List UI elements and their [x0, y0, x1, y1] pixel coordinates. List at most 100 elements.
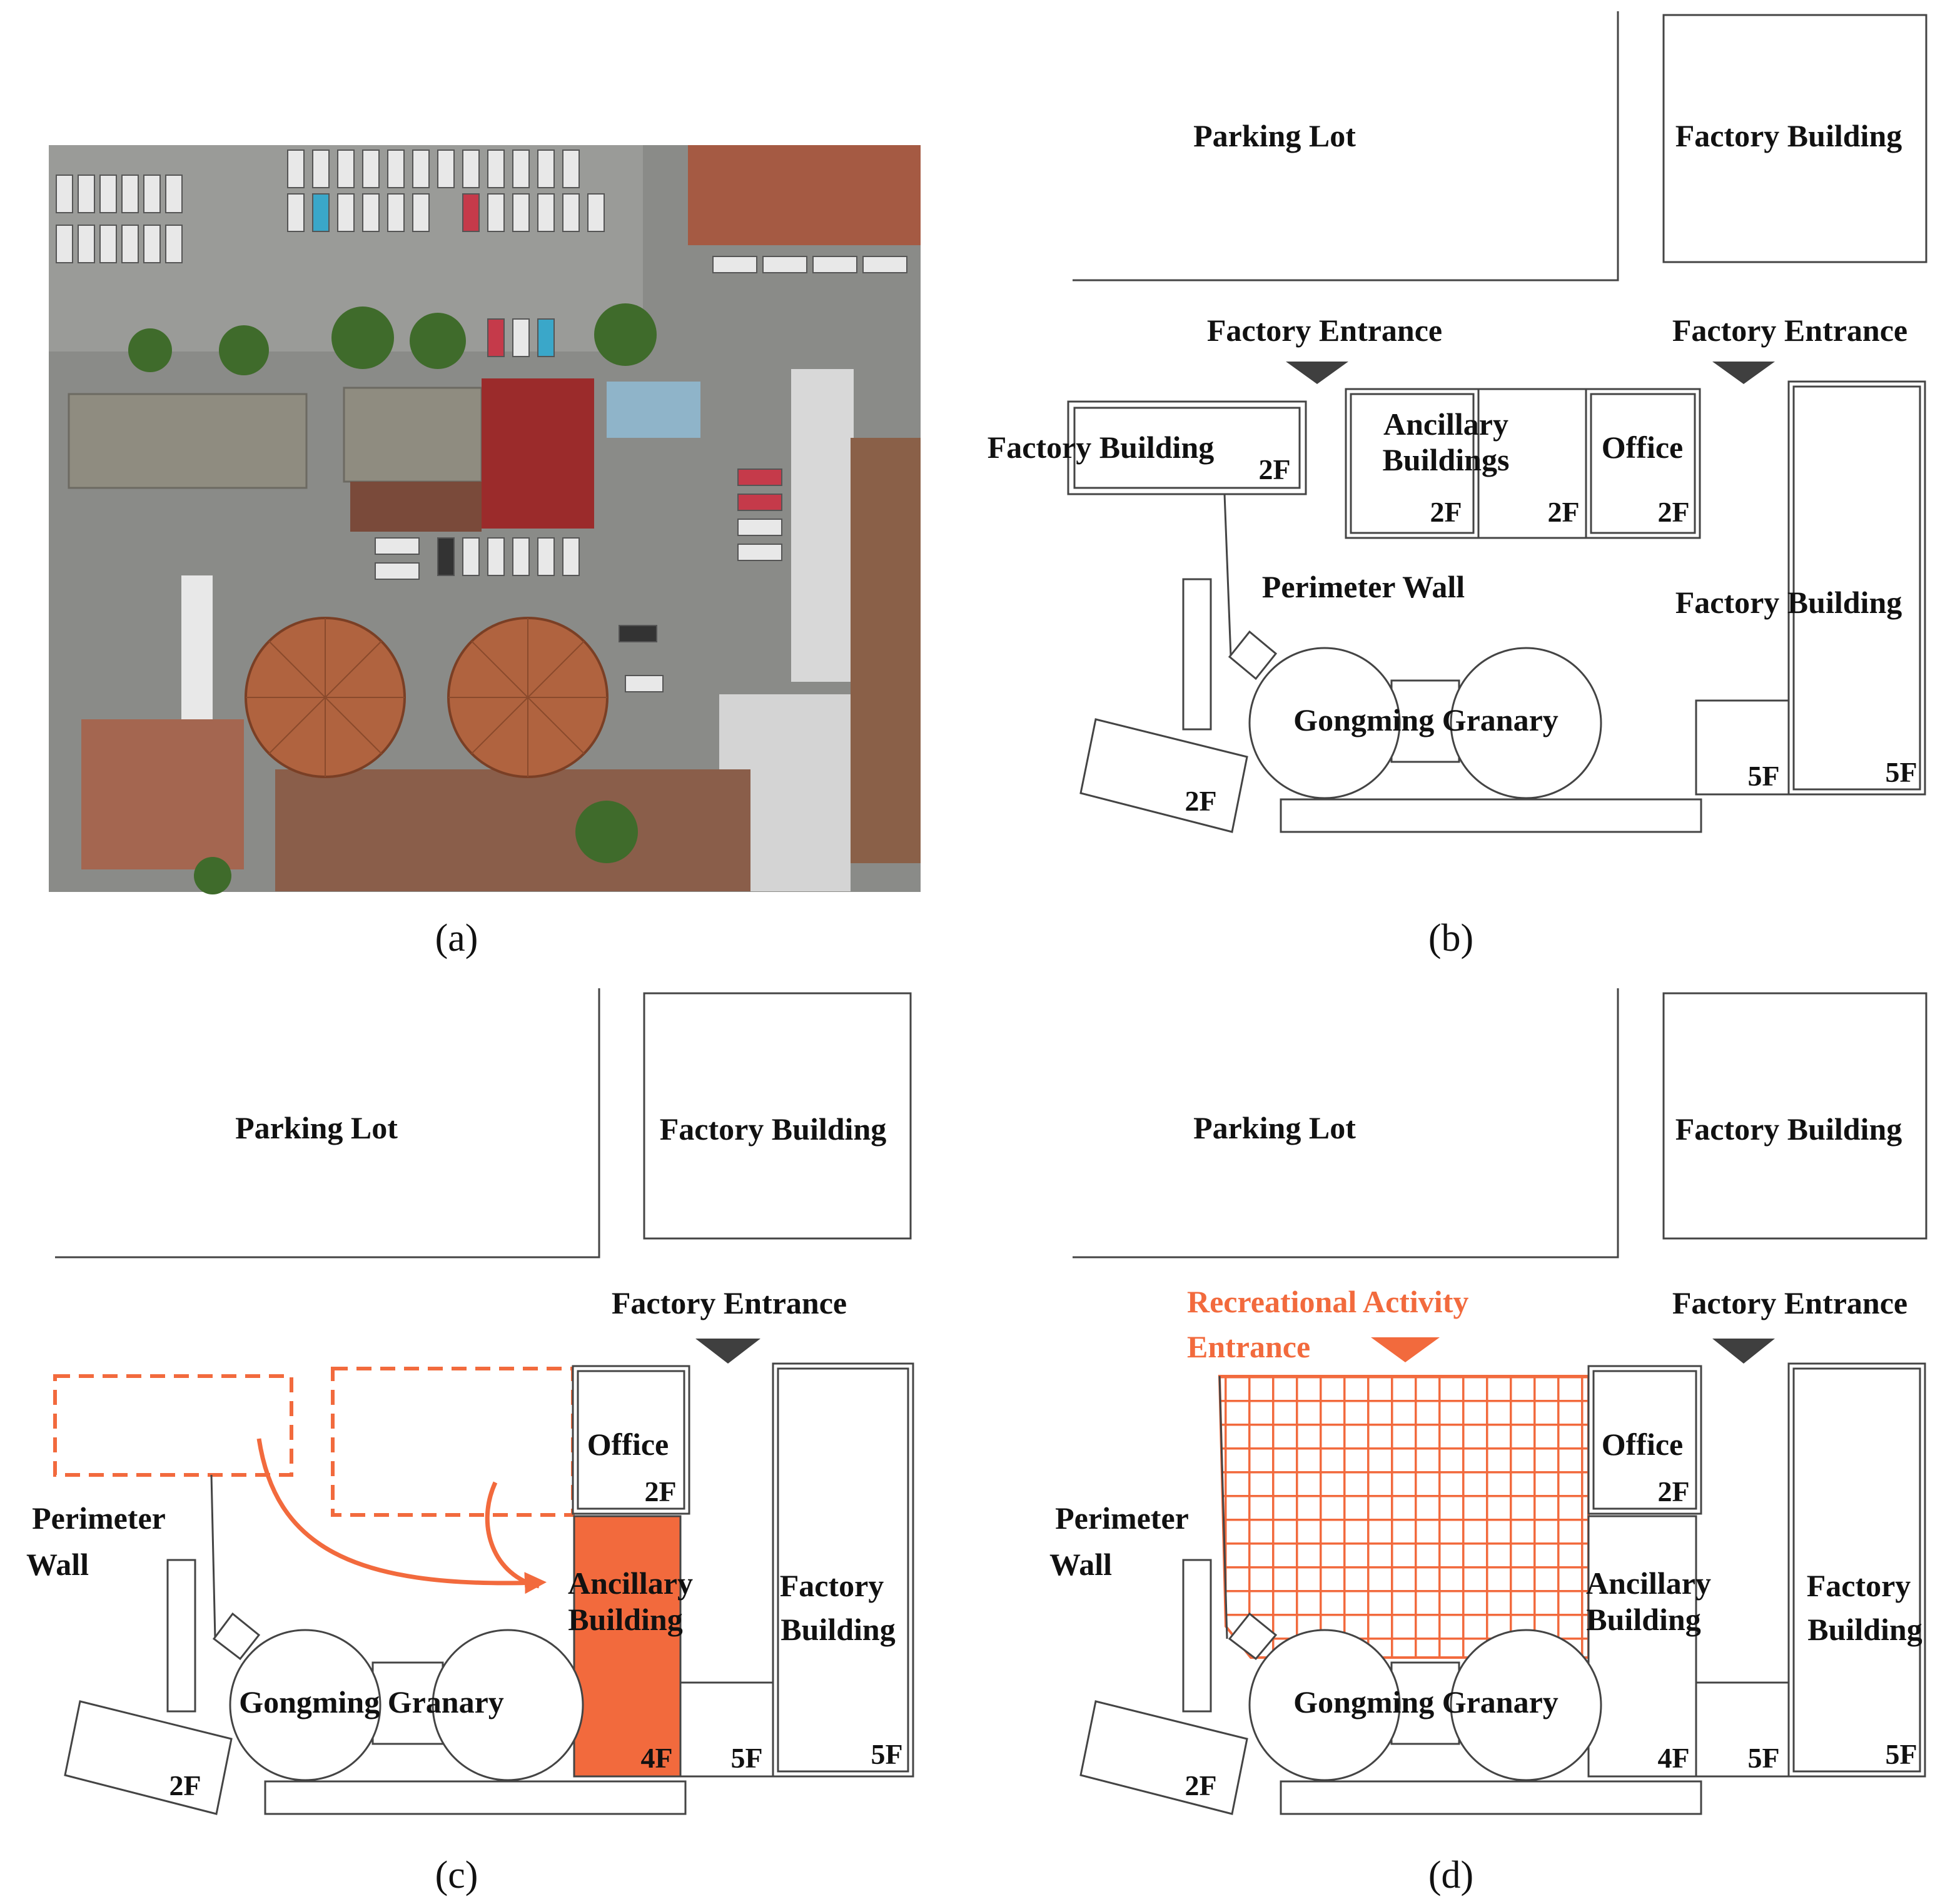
- removed-building-outline: [331, 1367, 575, 1517]
- perimeter-wall-block: [166, 1559, 196, 1713]
- tilted-building: [1079, 718, 1248, 833]
- factory-right-label-line2: Building: [1807, 1612, 1922, 1647]
- granary-label: Gongming Granary: [239, 1684, 504, 1719]
- roof-bottom-left: [81, 719, 244, 869]
- office-building: [1585, 388, 1701, 539]
- factory-building-top: [1662, 992, 1927, 1240]
- roof-left-building: [68, 393, 308, 489]
- entrance-marker-icon: [695, 1339, 760, 1364]
- red-solar-roof: [482, 378, 594, 529]
- wall-corner: [1228, 1612, 1278, 1661]
- perimeter-wall-label-line2: Wall: [1049, 1547, 1112, 1582]
- ancillary-label-line2: Building: [568, 1602, 682, 1637]
- ancillary-label-line1: Ancillary: [568, 1566, 693, 1601]
- small-block: [1695, 699, 1790, 796]
- entrance-marker-icon: [1712, 362, 1775, 384]
- ancillary-label-line1: Ancillary: [1586, 1566, 1711, 1601]
- dome-ribs: [246, 618, 607, 777]
- floor-label: 5F: [1885, 1738, 1917, 1770]
- ancillary-buildings-label-line2: Buildings: [1383, 442, 1510, 477]
- tall-building-roof: [851, 438, 921, 863]
- small-block: [1695, 1681, 1790, 1778]
- factory-building-right: [1787, 1362, 1926, 1778]
- factory-entrance-label-right: Factory Entrance: [1672, 313, 1907, 348]
- factory-building-right: [1787, 380, 1926, 796]
- floor-label: 2F: [644, 1476, 676, 1507]
- tilted-building: [64, 1700, 233, 1815]
- recreational-plaza-grid: [1218, 1375, 1590, 1659]
- white-tower: [791, 369, 854, 682]
- office-label: Office: [1602, 1427, 1683, 1462]
- recreational-entrance-label-line2: Entrance: [1187, 1329, 1310, 1364]
- floor-label: 2F: [1430, 496, 1462, 528]
- parking-lot-boundary: [1073, 11, 1619, 281]
- parking-lot-label: Parking Lot: [1193, 1110, 1356, 1145]
- factory-entrance-label: Factory Entrance: [612, 1285, 847, 1320]
- caption-d: (d): [1428, 1854, 1473, 1896]
- floor-label: 2F: [1547, 496, 1579, 528]
- perimeter-wall-block: [1182, 1559, 1212, 1713]
- granary-connector: [1390, 1661, 1460, 1745]
- caption-b: (b): [1428, 917, 1473, 960]
- granary-silo-left: [229, 1629, 381, 1781]
- factory-building-top: [1662, 14, 1927, 263]
- recreational-entrance-marker-icon: [1371, 1337, 1440, 1362]
- ancillary-buildings-label-line1: Ancillary: [1383, 407, 1508, 442]
- brown-roof: [350, 482, 482, 532]
- parking-lot-label: Parking Lot: [1193, 118, 1356, 153]
- floor-label: 2F: [169, 1770, 201, 1801]
- perimeter-wall-label-line1: Perimeter: [32, 1501, 166, 1536]
- granary-label: Gongming Granary: [1293, 702, 1559, 737]
- relocation-arrow-icon: [256, 1438, 547, 1594]
- floor-label: 5F: [1747, 760, 1779, 792]
- factory-building-left-label: Factory Building: [988, 430, 1215, 465]
- parking-lot-boundary: [55, 988, 600, 1258]
- factory-entrance-label: Factory Entrance: [1672, 1285, 1907, 1320]
- perimeter-wall-label-line1: Perimeter: [1055, 1501, 1189, 1536]
- factory-building-top: [643, 992, 912, 1240]
- wall-corner: [1228, 630, 1278, 681]
- floor-label: 2F: [1185, 1770, 1216, 1801]
- office-building: [1587, 1365, 1702, 1515]
- panel-d-proposal: Parking Lot Factory Building Recreationa…: [1049, 988, 1927, 1815]
- bottom-bar-building: [1280, 798, 1702, 833]
- parking-lot-label: Parking Lot: [235, 1110, 398, 1145]
- bottom-bar-building: [1280, 1780, 1702, 1815]
- floor-label: 2F: [1258, 453, 1290, 485]
- caption-a: (a): [435, 917, 478, 960]
- perimeter-wall-label-line2: Wall: [26, 1547, 89, 1582]
- floor-label: 5F: [1747, 1742, 1779, 1774]
- trees: [128, 303, 657, 894]
- granary-silo-right: [1450, 1629, 1602, 1781]
- ancillary-label-line2: Building: [1586, 1602, 1700, 1637]
- ancillary-building-2: [1477, 388, 1587, 539]
- blue-roof: [607, 382, 700, 438]
- floor-label: 5F: [871, 1738, 902, 1770]
- parked-cars: [56, 149, 907, 692]
- floor-label: 5F: [730, 1742, 762, 1774]
- granary-silo-right: [432, 1629, 584, 1781]
- entrance-marker-icon: [1286, 362, 1348, 384]
- perimeter-wall-label: Perimeter Wall: [1262, 569, 1465, 604]
- granary-silo-left: [1248, 647, 1401, 799]
- office-building: [572, 1365, 690, 1515]
- roof-bottom-row: [275, 769, 750, 891]
- granary-connector: [1390, 679, 1460, 763]
- floor-label: 2F: [1657, 496, 1689, 528]
- small-block: [679, 1681, 774, 1778]
- factory-building-top-label: Factory Building: [1675, 118, 1902, 153]
- relocation-arrow-icon: [485, 1481, 540, 1589]
- ancillary-building: [1587, 1515, 1697, 1778]
- factory-roof-top-right: [688, 145, 921, 245]
- factory-right-label-line1: Factory: [780, 1568, 884, 1603]
- tilted-building: [1079, 1700, 1248, 1815]
- factory-building-right-label: Factory Building: [1675, 585, 1902, 620]
- office-label: Office: [587, 1427, 669, 1462]
- floor-label: 4F: [640, 1742, 672, 1774]
- removed-building-outline: [53, 1374, 293, 1477]
- floor-label: 2F: [1657, 1476, 1689, 1507]
- factory-right-label-line1: Factory: [1807, 1568, 1911, 1603]
- recreational-entrance-label-line1: Recreational Activity: [1187, 1284, 1468, 1319]
- granary-silo-right: [1450, 647, 1602, 799]
